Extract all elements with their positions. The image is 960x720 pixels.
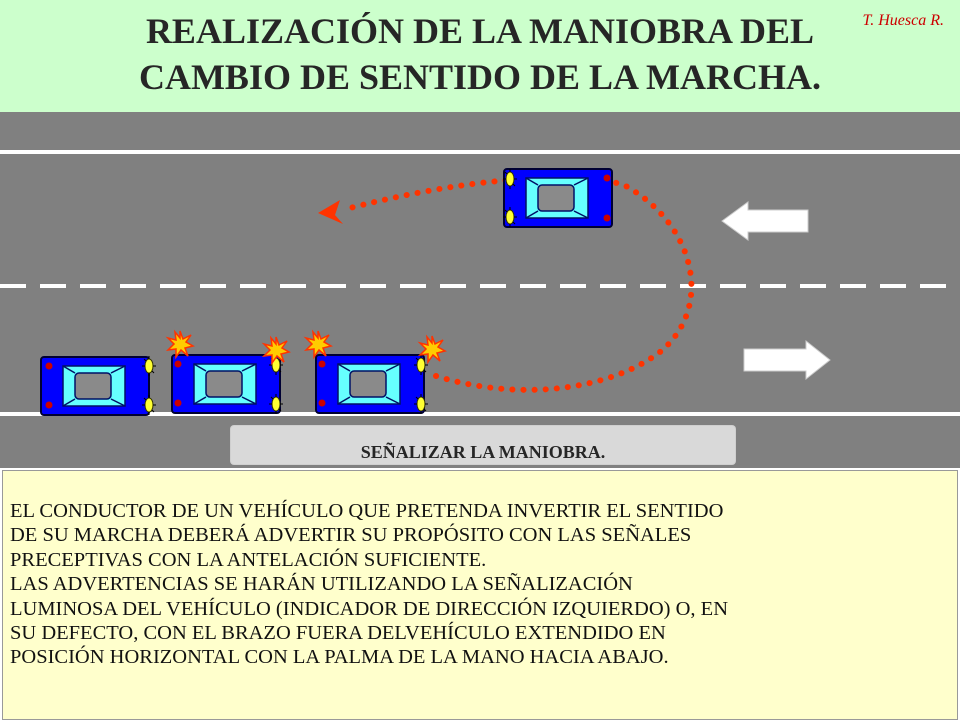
signalling-car-2 <box>167 330 290 415</box>
rule-text-line: POSICIÓN HORIZONTAL CON LA PALMA DE LA M… <box>10 646 669 669</box>
rule-text-line: LAS ADVERTENCIAS SE HARÁN UTILIZANDO LA … <box>10 573 633 596</box>
maneuver-caption: SEÑALIZAR LA MANIOBRA. <box>231 426 735 464</box>
rule-text-line: DE SU MARCHA DEBERÁ ADVERTIR SU PROPÓSIT… <box>10 524 692 547</box>
rule-text-box: EL CONDUCTOR DE UN VEHÍCULO QUE PRETENDA… <box>2 470 958 720</box>
signalling-car-3 <box>305 330 446 415</box>
road-diagram <box>0 112 960 468</box>
arrow-right-icon <box>743 339 831 381</box>
title-banner: REALIZACIÓN DE LA MANIOBRA DEL CAMBIO DE… <box>0 0 960 112</box>
parked-car-1 <box>40 355 157 416</box>
path-arrowhead-icon <box>318 200 343 224</box>
road-edge-line-top <box>0 150 960 154</box>
road-edge-line-bottom <box>0 412 960 416</box>
rule-text-line: PRECEPTIVAS CON LA ANTELACIÓN SUFICIENTE… <box>10 548 487 571</box>
rule-text-line: SU DEFECTO, CON EL BRAZO FUERA DELVEHÍCU… <box>10 622 666 645</box>
rule-text-line: LUMINOSA DEL VEHÍCULO (INDICADOR DE DIRE… <box>10 597 729 620</box>
title-line-1: REALIZACIÓN DE LA MANIOBRA DEL <box>145 11 815 51</box>
turned-car-4 <box>502 168 613 228</box>
road-surface <box>0 112 960 468</box>
u-turn-path-dots <box>347 175 695 393</box>
title-line-2: CAMBIO DE SENTIDO DE LA MARCHA. <box>138 57 822 97</box>
rule-text-line: EL CONDUCTOR DE UN VEHÍCULO QUE PRETENDA… <box>10 500 724 522</box>
author-signature: T. Huesca R. <box>862 12 944 29</box>
page-title: REALIZACIÓN DE LA MANIOBRA DEL CAMBIO DE… <box>40 8 920 100</box>
arrow-left-icon <box>721 201 809 241</box>
